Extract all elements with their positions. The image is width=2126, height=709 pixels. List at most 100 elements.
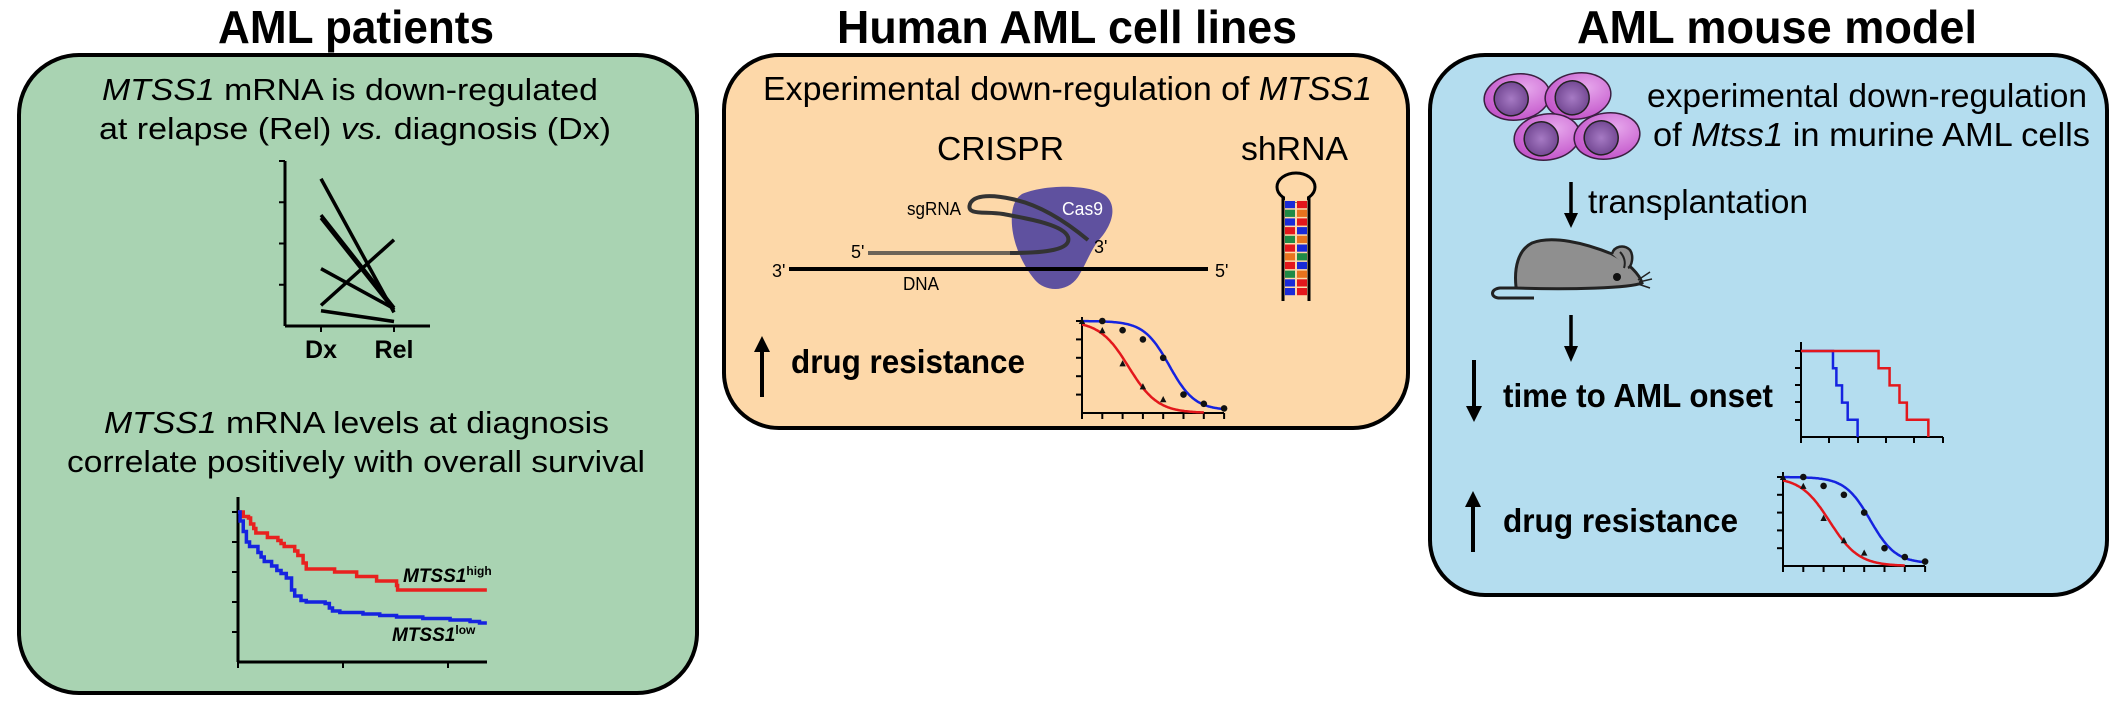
crispr-label: CRISPR: [937, 130, 1064, 167]
data-point: [1200, 400, 1208, 408]
sgrna-label: sgRNA: [907, 199, 961, 219]
base-right: [1297, 235, 1307, 243]
dna-3prime-label: 3': [772, 261, 785, 281]
finding-1-line-1: MTSS1 mRNA is down-regulated: [102, 72, 598, 107]
base-left: [1285, 209, 1295, 217]
text-vs: vs.: [341, 111, 384, 146]
aml-cells-icon: [1483, 72, 1641, 161]
gene-name: MTSS1: [1259, 70, 1372, 107]
base-right: [1297, 227, 1307, 235]
text: at relapse (Rel): [99, 111, 341, 146]
finding-1-line-2: at relapse (Rel) vs. diagnosis (Dx): [99, 111, 611, 146]
data-point: [1139, 336, 1147, 343]
base-right: [1297, 244, 1307, 252]
base-right: [1297, 279, 1307, 287]
survival-curve: [238, 510, 487, 592]
data-point: [1800, 482, 1807, 489]
panel-aml-patients: AML patients MTSS1 mRNA is down-regulate…: [17, 1, 699, 695]
text: in murine AML cells: [1783, 116, 2090, 153]
text: diagnosis (Dx): [384, 111, 611, 146]
base-left: [1285, 279, 1295, 287]
arrow-up-head: [1465, 491, 1481, 507]
data-point: [1901, 553, 1909, 561]
legend-label-low: MTSS1low: [392, 623, 476, 646]
panel-box: [1428, 53, 2109, 597]
data-point: [1881, 544, 1888, 552]
dose-response-chart: [1076, 317, 1228, 419]
mouse-icon: [1491, 238, 1653, 300]
panel-title: Human AML cell lines: [837, 1, 1297, 53]
panel-title: AML mouse model: [1577, 1, 1977, 53]
dna-label: DNA: [903, 274, 939, 294]
text: mRNA levels at diagnosis: [217, 405, 609, 440]
data-point: [1119, 326, 1126, 334]
data-point: [1800, 473, 1807, 481]
arrow-down-head: [1466, 406, 1482, 422]
gene-name: MTSS1: [104, 405, 217, 440]
data-point: [1220, 405, 1228, 412]
guide-3prime-label: 3': [1094, 237, 1107, 257]
panel-heading: Experimental down-regulation of MTSS1: [763, 70, 1372, 107]
legend-gene: MTSS1: [403, 566, 466, 587]
cas9-protein: [1011, 186, 1113, 290]
base-right: [1297, 253, 1307, 261]
base-right: [1297, 218, 1307, 226]
data-point: [1820, 514, 1827, 521]
data-point: [1860, 509, 1868, 516]
finding-2-line-1: MTSS1 mRNA levels at diagnosis: [104, 405, 609, 440]
base-left: [1285, 288, 1295, 296]
base-right: [1297, 261, 1307, 270]
legend-sup: high: [466, 564, 491, 578]
arrow-down-head: [1564, 346, 1578, 362]
data-point: [1820, 482, 1827, 490]
survival-curve: [238, 510, 487, 625]
data-point: [1779, 473, 1787, 480]
data-point: [1861, 549, 1868, 556]
data-point: [1078, 317, 1086, 324]
arrow-down-head: [1564, 213, 1578, 228]
text: of: [1653, 116, 1691, 153]
finding-2-line-2: correlate positively with overall surviv…: [67, 444, 645, 479]
dna-5prime-label: 5': [1215, 261, 1228, 281]
panel-human-cell-lines: Human AML cell lines Experimental down-r…: [722, 1, 1410, 430]
base-right: [1297, 270, 1307, 278]
base-left: [1285, 253, 1295, 261]
dose-response-chart: [1777, 472, 1929, 572]
base-left: [1285, 227, 1295, 235]
survival-chart: [232, 497, 487, 668]
base-left: [1285, 270, 1295, 278]
text: mRNA is down-regulated: [215, 72, 598, 107]
legend-gene: MTSS1: [392, 625, 455, 646]
panel-mouse-model: AML mouse model experimental down-regula…: [1428, 1, 2109, 597]
panel-title: AML patients: [218, 1, 494, 53]
text: Experimental down-regulation of: [763, 70, 1259, 107]
gene-name: MTSS1: [102, 72, 215, 107]
shrna-label: shRNA: [1241, 130, 1348, 167]
fit-curve: [1783, 475, 1926, 564]
base-left: [1285, 218, 1295, 226]
survival-curve: [1801, 349, 1859, 437]
data-point: [1180, 391, 1187, 398]
patient-line: [319, 238, 396, 307]
outcome-drug-resistance: drug resistance: [1503, 502, 1738, 539]
data-point: [1099, 317, 1106, 325]
data-point: [1099, 327, 1106, 334]
data-point: [1921, 558, 1929, 565]
patient-line: [320, 267, 395, 311]
sgrna-strand: [967, 194, 1090, 255]
base-right: [1297, 288, 1307, 296]
outcome-drug-resistance: drug resistance: [791, 343, 1025, 380]
legend-label-high: MTSS1high: [403, 564, 492, 587]
shrna-hairpin-icon: [1275, 171, 1317, 301]
data-point: [1840, 491, 1848, 499]
x-tick-label-rel: Rel: [375, 336, 414, 364]
data-point: [1160, 396, 1167, 403]
survival-curve: [1801, 349, 1930, 437]
base-left: [1285, 244, 1295, 252]
data-point: [1159, 354, 1167, 362]
legend-sup: low: [455, 623, 476, 637]
mouse-heading-line-2: of Mtss1 in murine AML cells: [1653, 116, 2090, 153]
patient-line: [320, 309, 395, 324]
panel-box: [17, 53, 699, 695]
